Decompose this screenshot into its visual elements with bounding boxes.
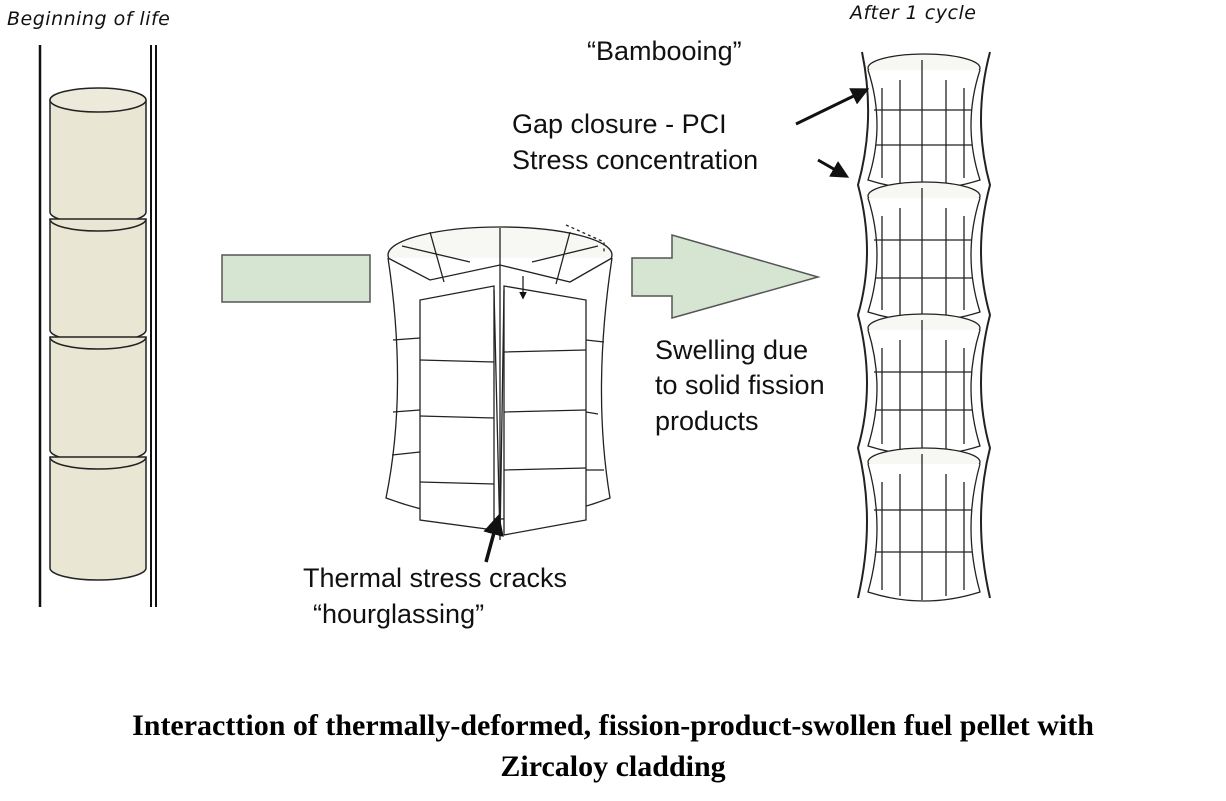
figure-caption-line-2: Zircaloy cladding bbox=[500, 750, 726, 783]
beginning-of-life-label: Beginning of life bbox=[7, 8, 171, 30]
deformed-pellet bbox=[867, 313, 981, 456]
thermal-cracks-label: Thermal stress cracks bbox=[303, 563, 568, 593]
bambooed-fuel-column bbox=[856, 51, 992, 602]
process-arrow-left bbox=[221, 254, 371, 303]
fresh-pellet bbox=[49, 336, 147, 463]
cladding-right bbox=[980, 51, 992, 599]
bambooing-label: “Bambooing” bbox=[587, 36, 742, 66]
fresh-fuel-rod bbox=[38, 45, 157, 607]
gap-closure-pointer bbox=[795, 88, 870, 126]
fresh-pellet bbox=[49, 87, 147, 225]
deformed-pellet bbox=[867, 447, 981, 602]
hourglassed-pellet bbox=[385, 224, 613, 541]
gap-closure-label: Gap closure - PCI bbox=[512, 109, 727, 139]
cladding-left bbox=[856, 51, 870, 599]
stress-concentration-pointer bbox=[817, 158, 850, 178]
deformed-pellet bbox=[867, 181, 981, 322]
swelling-label-line-3: products bbox=[655, 406, 759, 436]
swelling-label-line-1: Swelling due bbox=[655, 335, 809, 365]
thermal-crack-pointer bbox=[483, 513, 504, 563]
deformed-pellet bbox=[867, 53, 981, 190]
process-arrow-right bbox=[631, 234, 821, 319]
hourglassing-label: “hourglassing” bbox=[313, 599, 485, 629]
fresh-pellet bbox=[49, 456, 147, 581]
swelling-label-line-2: to solid fission bbox=[655, 370, 825, 400]
stress-concentration-label: Stress concentration bbox=[512, 145, 759, 175]
after-cycle-label: After 1 cycle bbox=[850, 2, 977, 24]
figure-caption-line-1: Interacttion of thermally-deformed, fiss… bbox=[132, 709, 1094, 742]
fresh-pellet bbox=[49, 218, 147, 343]
